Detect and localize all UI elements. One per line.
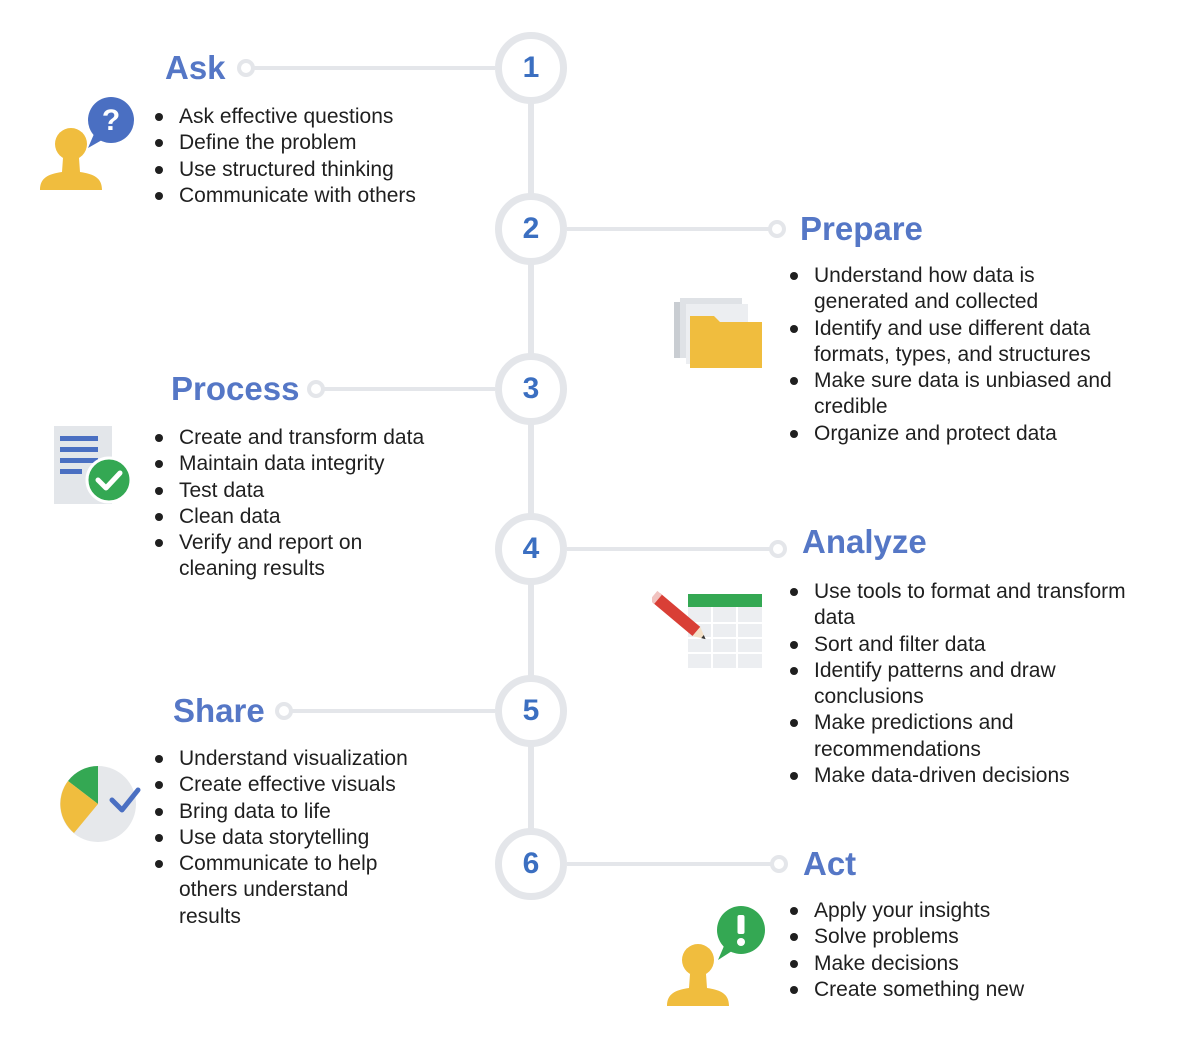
step-4-title: Analyze bbox=[802, 523, 927, 560]
step-2-title: Prepare bbox=[800, 210, 923, 247]
list-item: Identify patterns and draw conclusions bbox=[789, 658, 1099, 711]
list-item: Apply your insights bbox=[789, 898, 1089, 924]
list-item: Communicate with others bbox=[154, 183, 454, 209]
step-3-list: Create and transform data Maintain data … bbox=[154, 425, 454, 583]
list-item: Create and transform data bbox=[154, 425, 454, 451]
step-1-title: Ask bbox=[165, 49, 226, 86]
spreadsheet-pencil-icon bbox=[652, 590, 762, 668]
step-3-number: 3 bbox=[495, 353, 567, 425]
list-item: Identify and use different data formats,… bbox=[789, 316, 1134, 369]
list-item: Use tools to format and transform data bbox=[789, 579, 1154, 632]
connector-dot-process bbox=[307, 380, 325, 398]
step-5-number: 5 bbox=[495, 675, 567, 747]
step-4-number: 4 bbox=[495, 513, 567, 585]
list-item: Make predictions and recommendations bbox=[789, 710, 1054, 763]
list-item: Sort and filter data bbox=[789, 632, 1159, 658]
step-3-title: Process bbox=[171, 370, 300, 407]
step-1-number: 1 bbox=[495, 32, 567, 104]
list-item: Use data storytelling bbox=[154, 825, 454, 851]
list-item: Ask effective questions bbox=[154, 104, 454, 130]
list-item: Use structured thinking bbox=[154, 157, 454, 183]
pie-chart-check-icon bbox=[60, 766, 141, 842]
list-item: Create something new bbox=[789, 977, 1089, 1003]
connector-dot-act bbox=[770, 855, 788, 873]
list-item: Understand how data is generated and col… bbox=[789, 263, 1064, 316]
list-item: Make data-driven decisions bbox=[789, 763, 1159, 789]
document-check-icon bbox=[54, 426, 133, 504]
list-item: Verify and report on cleaning results bbox=[154, 530, 389, 583]
step-5-title: Share bbox=[173, 692, 265, 729]
step-2-list: Understand how data is generated and col… bbox=[789, 263, 1134, 447]
list-item: Organize and protect data bbox=[789, 421, 1134, 447]
folder-icon bbox=[674, 298, 762, 368]
connector-dot-ask bbox=[237, 59, 255, 77]
list-item: Communicate to help others understand re… bbox=[154, 851, 404, 930]
list-item: Make sure data is unbiased and credible bbox=[789, 368, 1134, 421]
step-1-list: Ask effective questions Define the probl… bbox=[154, 104, 454, 209]
step-5-list: Understand visualization Create effectiv… bbox=[154, 746, 454, 930]
svg-text:?: ? bbox=[102, 104, 120, 137]
list-item: Bring data to life bbox=[154, 799, 454, 825]
step-6-list: Apply your insights Solve problems Make … bbox=[789, 898, 1089, 1003]
connector-dot-share bbox=[275, 702, 293, 720]
list-item: Maintain data integrity bbox=[154, 451, 454, 477]
list-item: Clean data bbox=[154, 504, 454, 530]
step-6-title: Act bbox=[803, 845, 857, 882]
step-4-list: Use tools to format and transform data S… bbox=[789, 579, 1159, 789]
list-item: Make decisions bbox=[789, 951, 1089, 977]
list-item: Solve problems bbox=[789, 924, 1089, 950]
list-item: Understand visualization bbox=[154, 746, 454, 772]
connector-dot-prepare bbox=[768, 220, 786, 238]
list-item: Test data bbox=[154, 478, 454, 504]
question-person-icon: ? bbox=[40, 97, 134, 190]
list-item: Create effective visuals bbox=[154, 772, 454, 798]
connector-dot-analyze bbox=[769, 540, 787, 558]
exclamation-person-icon bbox=[667, 906, 765, 1006]
list-item: Define the problem bbox=[154, 130, 454, 156]
step-6-number: 6 bbox=[495, 828, 567, 900]
step-2-number: 2 bbox=[495, 193, 567, 265]
